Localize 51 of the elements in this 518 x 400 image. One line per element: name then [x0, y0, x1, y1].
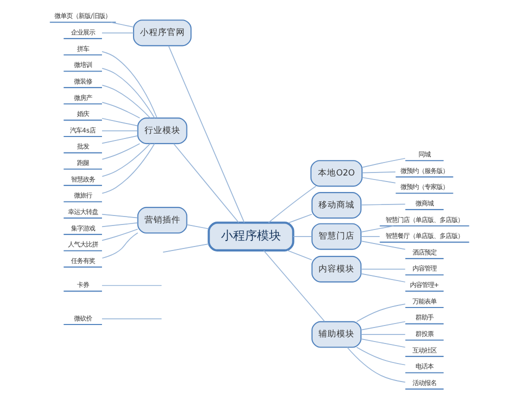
connector — [101, 84, 150, 118]
connector — [101, 285, 162, 286]
node-box: 行业模块 — [136, 118, 187, 144]
node-box: 营销插件 — [136, 206, 187, 234]
node-box: 移动商城 — [310, 192, 361, 219]
connector — [360, 268, 406, 270]
connector — [360, 273, 406, 282]
connector — [361, 177, 396, 184]
connector — [101, 232, 138, 259]
connector — [360, 204, 406, 206]
connector — [360, 240, 406, 250]
connector — [360, 338, 406, 348]
connector — [162, 244, 209, 253]
connector — [360, 321, 406, 330]
node-box: 本地O2O — [310, 160, 362, 187]
node-box: 辅助模块 — [310, 321, 361, 348]
connector — [101, 228, 138, 241]
connector — [168, 46, 244, 223]
connector — [360, 226, 394, 232]
connector — [268, 186, 316, 224]
connector — [101, 135, 138, 144]
connector — [101, 143, 154, 194]
connector — [361, 172, 396, 174]
connector — [361, 158, 406, 168]
connector — [110, 22, 134, 28]
connector — [292, 236, 312, 237]
connector — [356, 346, 406, 366]
connector — [101, 222, 138, 228]
connector — [288, 214, 312, 224]
connector — [101, 51, 157, 118]
connector — [356, 304, 406, 322]
connector — [101, 214, 138, 218]
connector — [101, 130, 138, 132]
connector — [101, 143, 150, 177]
connector — [346, 346, 406, 383]
node-box: 小程序官网 — [132, 20, 192, 46]
node-box: 内容模块 — [310, 256, 361, 282]
node-box: 智慧门店 — [310, 223, 361, 250]
connector — [186, 224, 209, 230]
node-box: 小程序模块 — [207, 222, 294, 252]
connector — [360, 334, 406, 335]
connector — [101, 118, 138, 126]
connector — [101, 68, 154, 118]
connector — [101, 32, 134, 34]
connector — [286, 250, 312, 260]
connector — [360, 236, 380, 237]
connector — [101, 318, 162, 320]
connector — [172, 143, 239, 223]
connector — [101, 143, 140, 160]
connector — [101, 102, 140, 118]
connector — [262, 250, 324, 322]
